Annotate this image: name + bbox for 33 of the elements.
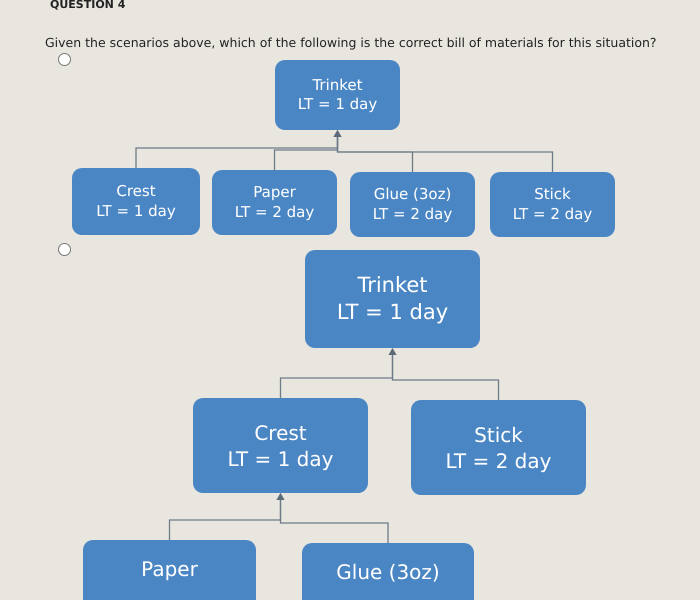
lead-time-text: LT = 1 day: [96, 202, 176, 221]
item-name: Paper: [253, 183, 296, 202]
item-name: Crest: [116, 182, 156, 202]
item-name: Glue (3oz): [336, 559, 440, 585]
item-box: [212, 170, 337, 235]
connector-arrow: [388, 348, 500, 400]
lead-time-text: LT = 2 day: [512, 204, 592, 224]
lead-time-text: LT = 1 day: [336, 299, 448, 326]
item-box: [83, 540, 256, 600]
connector-arrow: [276, 493, 389, 543]
item-box: [305, 250, 480, 348]
item-name: Crest: [254, 420, 307, 446]
item-box: [193, 398, 368, 493]
lead-time-text: LT = 2 day: [234, 202, 314, 222]
connector-arrow: [334, 130, 554, 172]
lead-time-text: LT = 2 day: [446, 448, 552, 474]
question-text: Given the scenarios above, which of the following is the correct bill of materials for this situation?: [45, 35, 657, 50]
item-box: [72, 168, 200, 235]
item-name: Trinket: [357, 272, 428, 299]
lead-time-text: LT = 2 day: [372, 204, 452, 224]
item-name: Glue (3oz): [374, 185, 452, 204]
item-name: Paper: [141, 556, 198, 582]
lead-time-text: LT = 1 day: [228, 446, 334, 472]
item-box: [275, 60, 400, 130]
item-name: Stick: [474, 422, 523, 448]
item-name: Stick: [534, 185, 571, 204]
question-heading: QUESTION 4: [50, 0, 126, 11]
item-box: [490, 172, 615, 237]
item-box: [302, 543, 474, 600]
item-name: Trinket: [312, 76, 363, 95]
item-box: [411, 400, 586, 495]
lead-time-text: LT = 1 day: [298, 95, 378, 114]
item-box: [350, 172, 475, 237]
